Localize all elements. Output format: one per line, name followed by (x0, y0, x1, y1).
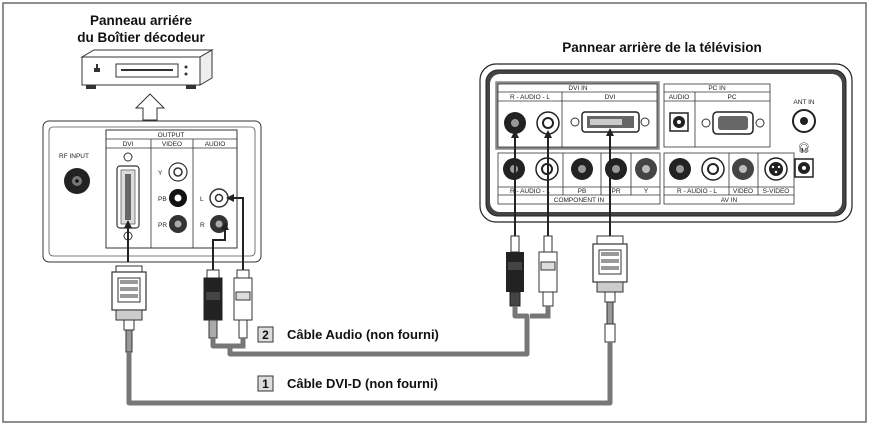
stb-audio-label: AUDIO (205, 141, 226, 148)
audio-cable-label: 2 Câble Audio (non fourni) (257, 326, 439, 343)
tv-component-pr-label: PR (611, 188, 620, 195)
audio-cable-number: 2 (262, 328, 269, 342)
dvi-in-highlight (495, 81, 660, 150)
stb-pr-label: PR (158, 222, 167, 229)
tv-rca-plugs (506, 235, 558, 307)
tv-av-video-label: VIDEO (733, 188, 753, 195)
tv-audio-rl-label: R - AUDIO - L (510, 94, 550, 101)
stb-rf-input-label: RF INPUT (59, 153, 89, 160)
dvi-cable-number: 1 (262, 377, 269, 391)
stb-dvi-label: DVI (123, 141, 134, 148)
tv-rear-panel: DVI IN R - AUDIO - L DVI PC IN AUDIO PC … (479, 63, 853, 223)
stb-rca-plugs (203, 269, 253, 339)
tv-component-audio-label: R - AUDIO - L (510, 188, 550, 195)
tv-component-pb-label: PB (578, 188, 587, 195)
tv-dvi-in-label: DVI IN (568, 85, 587, 92)
audio-cable-text: Câble Audio (non fourni) (287, 327, 439, 342)
up-arrow-icon (134, 93, 166, 121)
stb-y-label: Y (158, 170, 163, 177)
stb-l-label: L (200, 196, 204, 203)
audio-cable (210, 306, 530, 357)
stb-output-label: OUTPUT (158, 132, 185, 139)
stb-video-label: VIDEO (162, 141, 182, 148)
tv-dvi-label: DVI (605, 94, 616, 101)
tv-pc-audio-label: AUDIO (669, 94, 690, 101)
tv-av-audio-label: R - AUDIO - L (677, 188, 717, 195)
tv-av-svideo-label: S-VIDEO (763, 188, 790, 195)
tv-title: Pannear arrière de la télévision (562, 40, 762, 55)
stb-pb-label: PB (158, 196, 167, 203)
tv-component-in-label: COMPONENT IN (554, 197, 605, 204)
tv-ant-in-label: ANT IN (793, 99, 814, 106)
stb-title-line2: du Boîtier décodeur (77, 30, 205, 45)
stb-rear-panel: RF INPUT OUTPUT DVI VIDEO AUDIO Y PB PR … (42, 120, 262, 263)
stb-title-line1: Panneau arriére (90, 13, 193, 28)
stb-r-label: R (200, 222, 205, 229)
dvi-cable (126, 342, 613, 406)
tv-dvi-connector (592, 235, 628, 343)
tv-pc-label: PC (727, 94, 736, 101)
stb-dvi-connector (111, 265, 147, 353)
tv-component-y-label: Y (644, 188, 649, 195)
tv-av-in-label: AV IN (721, 197, 738, 204)
dvi-cable-text: Câble DVI-D (non fourni) (287, 376, 438, 391)
headphone-icon: 🎧︎ (798, 142, 811, 154)
dvi-cable-label: 1 Câble DVI-D (non fourni) (257, 375, 438, 392)
settop-box-device (80, 49, 214, 89)
tv-pc-in-label: PC IN (708, 85, 726, 92)
